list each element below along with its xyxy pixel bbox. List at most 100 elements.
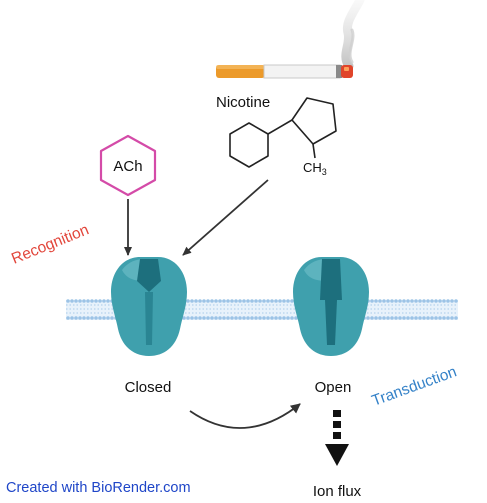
cigarette-paper <box>263 64 341 79</box>
nicotine-binding-arrow <box>182 179 269 256</box>
lipid-head <box>282 299 286 303</box>
lipid-head <box>106 316 110 320</box>
lipid-head <box>262 316 266 320</box>
lipid-head <box>430 316 434 320</box>
lipid-head <box>450 316 454 320</box>
lipid-head <box>434 299 438 303</box>
nicotine-label: Nicotine <box>216 94 270 111</box>
closed-label: Closed <box>125 379 172 396</box>
transition-arrow <box>189 403 301 429</box>
ach-hexagon-icon <box>99 134 157 197</box>
smoke-icon <box>341 0 365 71</box>
lipid-head <box>242 299 246 303</box>
lipid-head <box>74 316 78 320</box>
lipid-head <box>246 316 250 320</box>
lipid-head <box>370 299 374 303</box>
lipid-head <box>234 316 238 320</box>
lipid-head <box>78 316 82 320</box>
lipid-head <box>194 316 198 320</box>
lipid-head <box>94 316 98 320</box>
lipid-head <box>286 316 290 320</box>
lipid-head <box>418 299 422 303</box>
lipid-head <box>70 299 74 303</box>
lipid-head <box>274 316 278 320</box>
lipid-head <box>218 316 222 320</box>
lipid-head <box>190 299 194 303</box>
lipid-head <box>230 316 234 320</box>
lipid-head <box>406 316 410 320</box>
pentagon-ring <box>291 97 337 145</box>
ion-flux-label: Ion flux <box>313 483 362 500</box>
lipid-head <box>86 299 90 303</box>
lipid-head <box>86 316 90 320</box>
lipid-head <box>250 316 254 320</box>
lipid-head <box>394 316 398 320</box>
lipid-head <box>202 316 206 320</box>
lipid-head <box>290 316 294 320</box>
lipid-head <box>398 316 402 320</box>
lipid-head <box>74 299 78 303</box>
lipid-head <box>406 299 410 303</box>
lipid-head <box>234 299 238 303</box>
lipid-head <box>378 299 382 303</box>
lipid-head <box>238 299 242 303</box>
lipid-head <box>98 299 102 303</box>
lipid-head <box>98 316 102 320</box>
transduction-label: Transduction <box>370 363 459 409</box>
ch3-label: CH3 <box>303 160 327 177</box>
lipid-head <box>454 316 458 320</box>
lipid-head <box>210 299 214 303</box>
lipid-head <box>398 299 402 303</box>
lipid-head <box>198 316 202 320</box>
lipid-head <box>402 299 406 303</box>
lipid-head <box>434 316 438 320</box>
lipid-head <box>450 299 454 303</box>
recognition-label: Recognition <box>9 221 91 267</box>
lipid-head <box>82 299 86 303</box>
biorender-credit-link[interactable]: Created with BioRender.com <box>6 480 191 496</box>
lipid-head <box>102 299 106 303</box>
lipid-head <box>226 316 230 320</box>
closed-channel-icon <box>111 257 187 356</box>
lipid-head <box>194 299 198 303</box>
lipid-head <box>238 316 242 320</box>
lipid-head <box>210 316 214 320</box>
lipid-head <box>90 316 94 320</box>
lipid-head <box>418 316 422 320</box>
lipid-head <box>246 299 250 303</box>
lipid-head <box>410 299 414 303</box>
lipid-head <box>82 316 86 320</box>
lipid-head <box>186 299 190 303</box>
lipid-head <box>426 299 430 303</box>
lipid-head <box>222 299 226 303</box>
lipid-head <box>270 299 274 303</box>
lipid-head <box>266 299 270 303</box>
lipid-head <box>394 299 398 303</box>
lipid-head <box>214 316 218 320</box>
ach-molecule: ACh <box>99 134 157 197</box>
lipid-head <box>382 316 386 320</box>
lipid-head <box>270 316 274 320</box>
lipid-head <box>366 316 370 320</box>
lipid-head <box>382 299 386 303</box>
lipid-head <box>206 316 210 320</box>
open-label: Open <box>315 379 352 396</box>
lipid-head <box>66 316 70 320</box>
lipid-head <box>414 316 418 320</box>
lipid-head <box>390 316 394 320</box>
lipid-head <box>390 299 394 303</box>
cigarette-icon <box>216 0 365 79</box>
nicotine-molecule-icon <box>229 97 337 168</box>
lipid-head <box>186 316 190 320</box>
lipid-head <box>294 316 298 320</box>
lipid-head <box>222 316 226 320</box>
lipid-head <box>402 316 406 320</box>
lipid-head <box>386 299 390 303</box>
lipid-head <box>66 299 70 303</box>
lipid-head <box>290 299 294 303</box>
lipid-head <box>70 316 74 320</box>
lipid-head <box>218 299 222 303</box>
lipid-head <box>226 299 230 303</box>
lipid-head <box>102 316 106 320</box>
